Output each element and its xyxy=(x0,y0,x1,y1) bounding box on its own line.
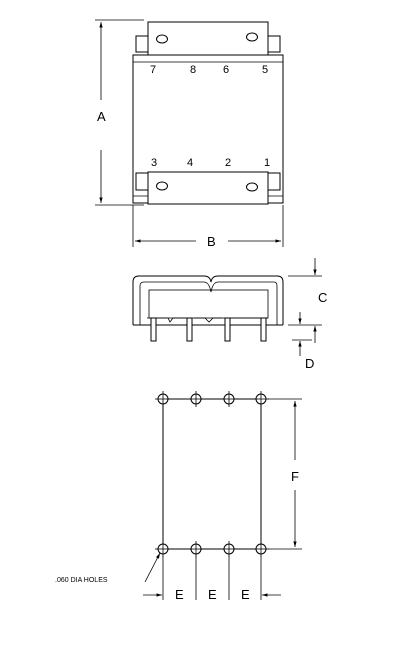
mounting-hole-icon xyxy=(156,34,168,44)
pin-number: 7 xyxy=(150,64,156,76)
dimension-f-label: F xyxy=(291,469,299,484)
pcb-footprint: F E E E .060 DIA HOLES xyxy=(55,391,302,602)
footprint-hole xyxy=(188,541,204,557)
footprint-outline xyxy=(162,398,262,550)
terminal-pin xyxy=(150,317,157,342)
footprint-hole xyxy=(221,541,237,557)
hole-note-leader xyxy=(144,552,161,583)
pin-number: 6 xyxy=(223,64,229,76)
side-bracket-outline xyxy=(132,275,284,325)
dimension-a-label: A xyxy=(97,109,106,124)
coil-window xyxy=(148,289,269,319)
bracket-tab xyxy=(267,172,281,191)
side-bracket-inner xyxy=(139,281,278,325)
terminal-pin xyxy=(260,317,267,342)
dimension-b-label: B xyxy=(207,234,216,249)
pin-number: 8 xyxy=(190,64,196,76)
pin-number: 3 xyxy=(151,157,157,169)
terminal-pin xyxy=(224,317,231,342)
mounting-hole-icon xyxy=(156,181,168,191)
footprint-hole xyxy=(253,541,269,557)
terminal-notch xyxy=(167,317,214,323)
footprint-hole xyxy=(221,391,237,407)
pin-number: 2 xyxy=(225,157,231,169)
mounting-hole-icon xyxy=(246,32,258,42)
dimension-d-label: D xyxy=(305,356,314,371)
hole-note: .060 DIA HOLES xyxy=(55,577,108,584)
bottom-mounting-bracket xyxy=(147,171,269,205)
bracket-tab xyxy=(267,35,281,53)
bracket-tab xyxy=(135,172,149,191)
bracket-tab xyxy=(135,35,149,53)
footprint-hole xyxy=(253,391,269,407)
mounting-hole-icon xyxy=(246,182,258,192)
dimension-c-label: C xyxy=(318,290,327,305)
pin-number: 4 xyxy=(187,157,193,169)
dimension-e-label: E xyxy=(241,587,250,602)
dimension-e-label: E xyxy=(208,587,217,602)
top-view: 7 8 6 5 3 4 2 1 A B xyxy=(95,19,284,249)
footprint-hole xyxy=(155,541,171,557)
dimension-e-label: E xyxy=(175,587,184,602)
pin-number: 5 xyxy=(262,64,268,76)
footprint-hole xyxy=(188,391,204,407)
terminal-pin xyxy=(186,317,193,342)
pin-number: 1 xyxy=(264,157,270,169)
top-mounting-bracket xyxy=(147,21,269,56)
footprint-hole xyxy=(155,391,171,407)
side-view: C D xyxy=(132,258,327,371)
